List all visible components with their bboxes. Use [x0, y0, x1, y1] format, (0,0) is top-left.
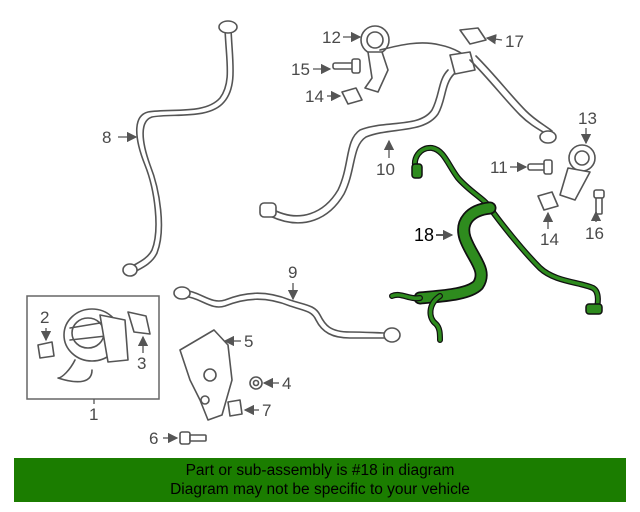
- part-14-gasket-right: [537, 191, 559, 211]
- callout-11: 11: [490, 158, 508, 177]
- leader-17: [485, 34, 503, 45]
- part-3-bracket: [127, 311, 151, 335]
- part-14-gasket-top: [341, 87, 363, 105]
- part-18-hose-assembly: [389, 144, 603, 343]
- callout-9: 9: [288, 263, 297, 282]
- parts-diagram: 8 10 12 15 14 17 13: [26, 20, 605, 448]
- callout-10: 10: [376, 160, 395, 179]
- callout-12: 12: [322, 28, 341, 47]
- part-6-bolt: [179, 431, 207, 445]
- info-banner: Part or sub-assembly is #18 in diagram D…: [14, 458, 626, 502]
- part-17-bracket: [449, 27, 553, 136]
- callout-13: 13: [578, 109, 597, 128]
- part-15-bolt: [332, 58, 361, 74]
- callout-4: 4: [282, 374, 291, 393]
- part-9-pipe: [173, 286, 401, 343]
- callout-17: 17: [505, 32, 524, 51]
- callout-7: 7: [262, 401, 271, 420]
- callout-5: 5: [244, 332, 253, 351]
- part-1-pump-box: [26, 295, 160, 400]
- callout-16: 16: [585, 224, 604, 243]
- part-4-nut: [249, 376, 263, 390]
- callout-15: 15: [291, 60, 310, 79]
- part-7-clip: [227, 399, 243, 417]
- callout-14-right: 14: [540, 230, 559, 249]
- callout-8: 8: [102, 128, 111, 147]
- part-12-valve: [360, 25, 471, 93]
- banner-line-1: Part or sub-assembly is #18 in diagram: [185, 462, 455, 479]
- part-13-valve: [539, 130, 596, 201]
- callout-2: 2: [40, 308, 49, 327]
- part-2-clip: [37, 341, 55, 359]
- part-10-hose: [259, 69, 455, 224]
- part-11-bolt: [527, 159, 553, 175]
- callout-18: 18: [414, 225, 434, 245]
- callout-3: 3: [137, 354, 146, 373]
- part-5-bracket: [179, 329, 233, 421]
- part-16-bolt: [593, 189, 605, 215]
- callout-1: 1: [89, 405, 98, 424]
- part-8-hose: [122, 20, 238, 277]
- callout-14-top: 14: [305, 87, 324, 106]
- banner-line-2: Diagram may not be specific to your vehi…: [170, 481, 470, 498]
- callout-6: 6: [149, 429, 158, 448]
